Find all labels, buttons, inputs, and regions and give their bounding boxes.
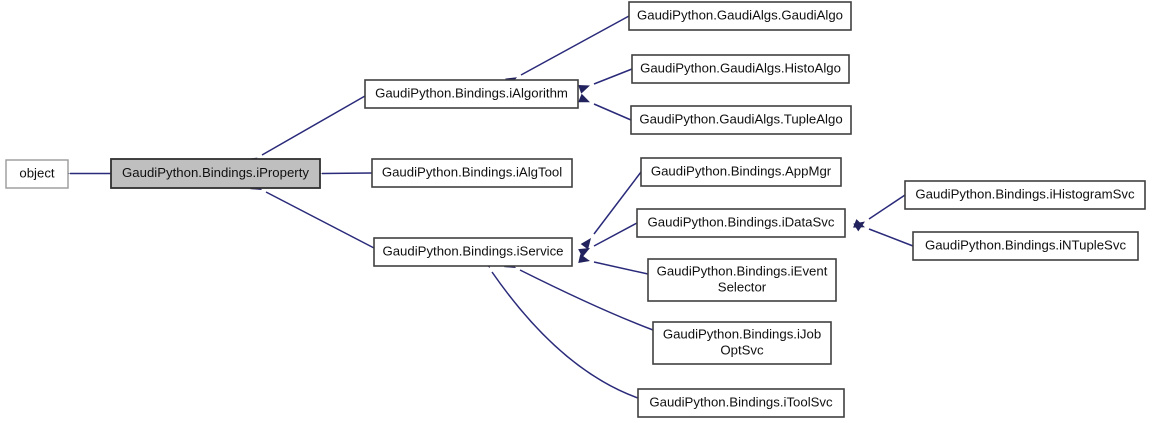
edge-line	[593, 103, 632, 121]
edge-line	[265, 191, 375, 249]
node-label: GaudiPython.GaudiAlgs.GaudiAlgo	[637, 7, 843, 22]
node-label: GaudiPython.Bindings.iProperty	[122, 165, 309, 180]
class-node-iservice[interactable]: GaudiPython.Bindings.iService	[373, 237, 573, 267]
class-node-itoolsvc[interactable]: GaudiPython.Bindings.iToolSvc	[637, 388, 845, 418]
inheritance-edge	[578, 254, 649, 275]
class-node-histoalgo[interactable]: GaudiPython.GaudiAlgs.HistoAlgo	[631, 54, 850, 84]
class-node-tuplealgo[interactable]: GaudiPython.GaudiAlgs.TupleAlgo	[630, 105, 852, 135]
inheritance-edge	[479, 256, 639, 399]
edge-line	[868, 194, 906, 220]
edge-line	[593, 222, 638, 247]
node-box[interactable]	[5, 159, 69, 189]
node-box[interactable]	[364, 79, 579, 109]
node-label: GaudiPython.Bindings.iToolSvc	[649, 394, 833, 409]
arrowhead-icon	[580, 238, 591, 250]
node-box[interactable]	[371, 158, 573, 188]
inheritance-edge	[505, 15, 630, 87]
node-label: GaudiPython.GaudiAlgs.TupleAlgo	[639, 111, 842, 126]
inheritance-edge	[250, 180, 375, 249]
node-box[interactable]	[631, 54, 850, 84]
edge-line	[491, 271, 639, 399]
node-label: GaudiPython.GaudiAlgs.HistoAlgo	[640, 60, 841, 75]
node-box[interactable]	[636, 208, 846, 238]
node-box[interactable]	[628, 1, 852, 31]
node-label: GaudiPython.Bindings.iJob	[663, 326, 821, 341]
edge-line	[261, 95, 366, 156]
node-label: OptSvc	[720, 342, 764, 357]
arrowhead-icon	[578, 254, 590, 264]
node-label: GaudiPython.Bindings.AppMgr	[651, 163, 832, 178]
node-box[interactable]	[652, 321, 832, 365]
class-node-ihistogramsvc[interactable]: GaudiPython.Bindings.iHistogramSvc	[904, 180, 1146, 210]
node-label: GaudiPython.Bindings.iEvent	[657, 263, 828, 278]
inheritance-edge	[853, 219, 914, 247]
inheritance-edge	[578, 68, 633, 94]
node-box[interactable]	[640, 157, 842, 187]
node-box[interactable]	[912, 231, 1139, 261]
node-label: Selector	[718, 279, 767, 294]
class-node-appmgr[interactable]: GaudiPython.Bindings.AppMgr	[640, 157, 842, 187]
node-label: GaudiPython.Bindings.iAlgTool	[382, 164, 562, 179]
node-box[interactable]	[904, 180, 1146, 210]
inheritance-edge	[580, 171, 642, 250]
node-box[interactable]	[630, 105, 852, 135]
edge-line	[321, 172, 373, 175]
edge-line	[868, 228, 914, 247]
edge-line	[593, 261, 649, 275]
edge-line	[520, 15, 630, 76]
node-label: GaudiPython.Bindings.iHistogramSvc	[915, 186, 1135, 201]
node-box[interactable]	[373, 237, 573, 267]
node-label: GaudiPython.Bindings.iAlgorithm	[375, 85, 568, 100]
inheritance-edge	[578, 222, 638, 258]
node-box[interactable]	[637, 388, 845, 418]
node-label: GaudiPython.Bindings.iService	[382, 243, 563, 258]
node-box[interactable]	[647, 258, 837, 302]
node-label: GaudiPython.Bindings.iNTupleSvc	[925, 237, 1127, 252]
inheritance-edge	[245, 95, 366, 168]
node-label: object	[19, 165, 55, 180]
node-box[interactable]	[110, 158, 321, 189]
class-node-idatasvc[interactable]: GaudiPython.Bindings.iDataSvc	[636, 208, 846, 238]
class-node-ialgtool[interactable]: GaudiPython.Bindings.iAlgTool	[371, 158, 573, 188]
inheritance-edge	[578, 93, 632, 121]
class-node-object[interactable]: object	[5, 159, 69, 189]
arrowhead-icon	[853, 219, 865, 228]
class-node-intuplesvc[interactable]: GaudiPython.Bindings.iNTupleSvc	[912, 231, 1139, 261]
class-node-iproperty[interactable]: GaudiPython.Bindings.iProperty	[110, 158, 321, 189]
arrowhead-icon	[578, 93, 590, 103]
node-label: GaudiPython.Bindings.iDataSvc	[648, 214, 835, 229]
arrowhead-icon	[578, 84, 590, 94]
class-node-ialgorithm[interactable]: GaudiPython.Bindings.iAlgorithm	[364, 79, 579, 109]
class-node-gaudialgo[interactable]: GaudiPython.GaudiAlgs.GaudiAlgo	[628, 1, 852, 31]
edge-line	[519, 269, 654, 331]
edge-line	[593, 171, 642, 235]
arrowhead-icon	[578, 248, 590, 258]
edge-line	[593, 68, 633, 85]
